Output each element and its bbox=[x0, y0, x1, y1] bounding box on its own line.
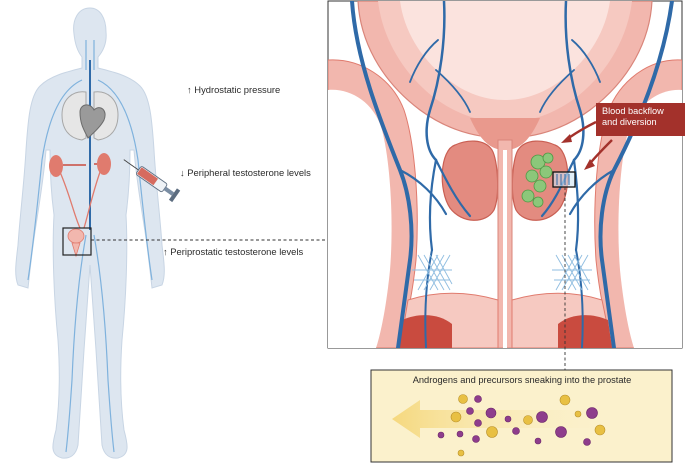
vein-bladder-right bbox=[564, 1, 585, 162]
label-hydrostatic-pressure: ↑ Hydrostatic pressure bbox=[187, 84, 281, 95]
human-body bbox=[15, 7, 165, 459]
molecule-androgen bbox=[555, 426, 567, 438]
molecule-androgen bbox=[536, 411, 548, 423]
tumour-cluster bbox=[521, 152, 554, 208]
pelvic-veins bbox=[350, 1, 674, 348]
molecule-precursor bbox=[574, 410, 582, 418]
syringe-plunger bbox=[163, 186, 175, 196]
urethra-lumen bbox=[503, 150, 507, 348]
prostate-box bbox=[62, 227, 92, 256]
pelvis-region bbox=[62, 227, 92, 258]
tumour-cell bbox=[532, 196, 544, 208]
label-peripheral-testosterone: ↓ Peripheral testosterone levels bbox=[180, 167, 311, 178]
tumour-cell bbox=[542, 152, 554, 164]
tumour-cell bbox=[539, 165, 553, 179]
syringe-needle bbox=[123, 159, 139, 171]
zoom-box-vessels bbox=[556, 174, 570, 185]
left-lung bbox=[61, 91, 87, 141]
vein-lower-left bbox=[424, 249, 433, 348]
vein-right-leg bbox=[93, 234, 115, 453]
vein-branch bbox=[568, 168, 616, 216]
vein-trunk-right bbox=[598, 1, 674, 348]
backflow-arrowhead-upper bbox=[561, 134, 572, 143]
right-lung bbox=[93, 91, 119, 141]
muscle-right bbox=[558, 315, 612, 348]
venous-plexus bbox=[412, 254, 592, 291]
body-silhouette bbox=[15, 7, 165, 459]
vein-lower-right bbox=[575, 249, 584, 348]
bladder-detrusor bbox=[400, 1, 610, 100]
molecule-precursor bbox=[594, 424, 606, 436]
plexus-right bbox=[552, 254, 592, 291]
plexus-left bbox=[412, 254, 453, 291]
vein-bladder-left bbox=[425, 1, 446, 162]
vein-left-leg bbox=[65, 234, 87, 453]
tumour-cell bbox=[521, 189, 535, 203]
molecule-androgen bbox=[474, 419, 482, 427]
molecule-androgen bbox=[456, 430, 464, 438]
bladder-neck bbox=[470, 118, 540, 150]
vein-trunk-left bbox=[350, 1, 414, 348]
urethra-mini bbox=[71, 242, 81, 258]
prostate-left-lobe bbox=[441, 140, 499, 221]
molecule-androgen bbox=[504, 415, 512, 423]
vein-branch bbox=[398, 168, 448, 216]
callout-line-2: and diversion bbox=[602, 117, 657, 127]
backflow-arrowhead-lower bbox=[584, 159, 595, 170]
tumour-cell bbox=[525, 169, 539, 183]
vein-bladder-branch bbox=[409, 39, 601, 113]
molecule-androgen bbox=[512, 427, 520, 435]
body-veins bbox=[27, 40, 153, 453]
molecule-androgen bbox=[472, 435, 480, 443]
pelvic-wall-left-inner bbox=[328, 89, 392, 348]
molecule-precursor bbox=[458, 394, 468, 404]
syringe-grip bbox=[168, 188, 181, 203]
molecule-androgen bbox=[437, 431, 445, 439]
syringe-fluid bbox=[137, 167, 159, 186]
ureters bbox=[59, 171, 101, 229]
right-kidney bbox=[97, 153, 111, 175]
heart bbox=[79, 104, 106, 139]
syringe-icon bbox=[123, 159, 181, 203]
molecule-androgen bbox=[474, 395, 482, 403]
vein-prostate-right bbox=[540, 158, 580, 252]
molecule-androgen bbox=[586, 407, 598, 419]
callout-blood-backflow: Blood backflow and diversion bbox=[596, 103, 685, 136]
vein-neck bbox=[85, 40, 95, 70]
molecule-precursor bbox=[559, 394, 571, 406]
molecules bbox=[437, 394, 606, 457]
zoom-box bbox=[552, 171, 576, 188]
molecule-androgen bbox=[485, 407, 497, 419]
tumour-cell bbox=[533, 179, 547, 193]
molecule-androgen bbox=[534, 437, 542, 445]
molecule-precursor bbox=[450, 411, 462, 423]
lungs-heart-icon bbox=[61, 91, 119, 141]
renal-vessels bbox=[63, 163, 97, 166]
callout-line-1: Blood backflow bbox=[602, 106, 664, 116]
bladder-mini bbox=[67, 228, 85, 244]
vein-prostate-left bbox=[428, 158, 472, 252]
pelvic-wall-right-inner bbox=[618, 89, 682, 348]
vein-left-arm bbox=[27, 79, 83, 281]
left-kidney bbox=[49, 155, 63, 177]
molecule-androgen bbox=[466, 407, 474, 415]
molecule-androgen bbox=[583, 438, 591, 446]
molecule-precursor bbox=[486, 426, 498, 438]
kidneys-icon bbox=[49, 153, 111, 229]
molecule-panel bbox=[370, 369, 673, 463]
label-periprostatic-testosterone: ↑ Periprostatic testosterone levels bbox=[163, 246, 304, 257]
molecule-precursor bbox=[523, 415, 533, 425]
molecule-panel-caption: Androgens and precursors sneaking into t… bbox=[412, 375, 632, 385]
anatomy-panel bbox=[327, 0, 683, 349]
molecule-precursor bbox=[457, 449, 465, 457]
vein-right-arm bbox=[97, 79, 153, 281]
